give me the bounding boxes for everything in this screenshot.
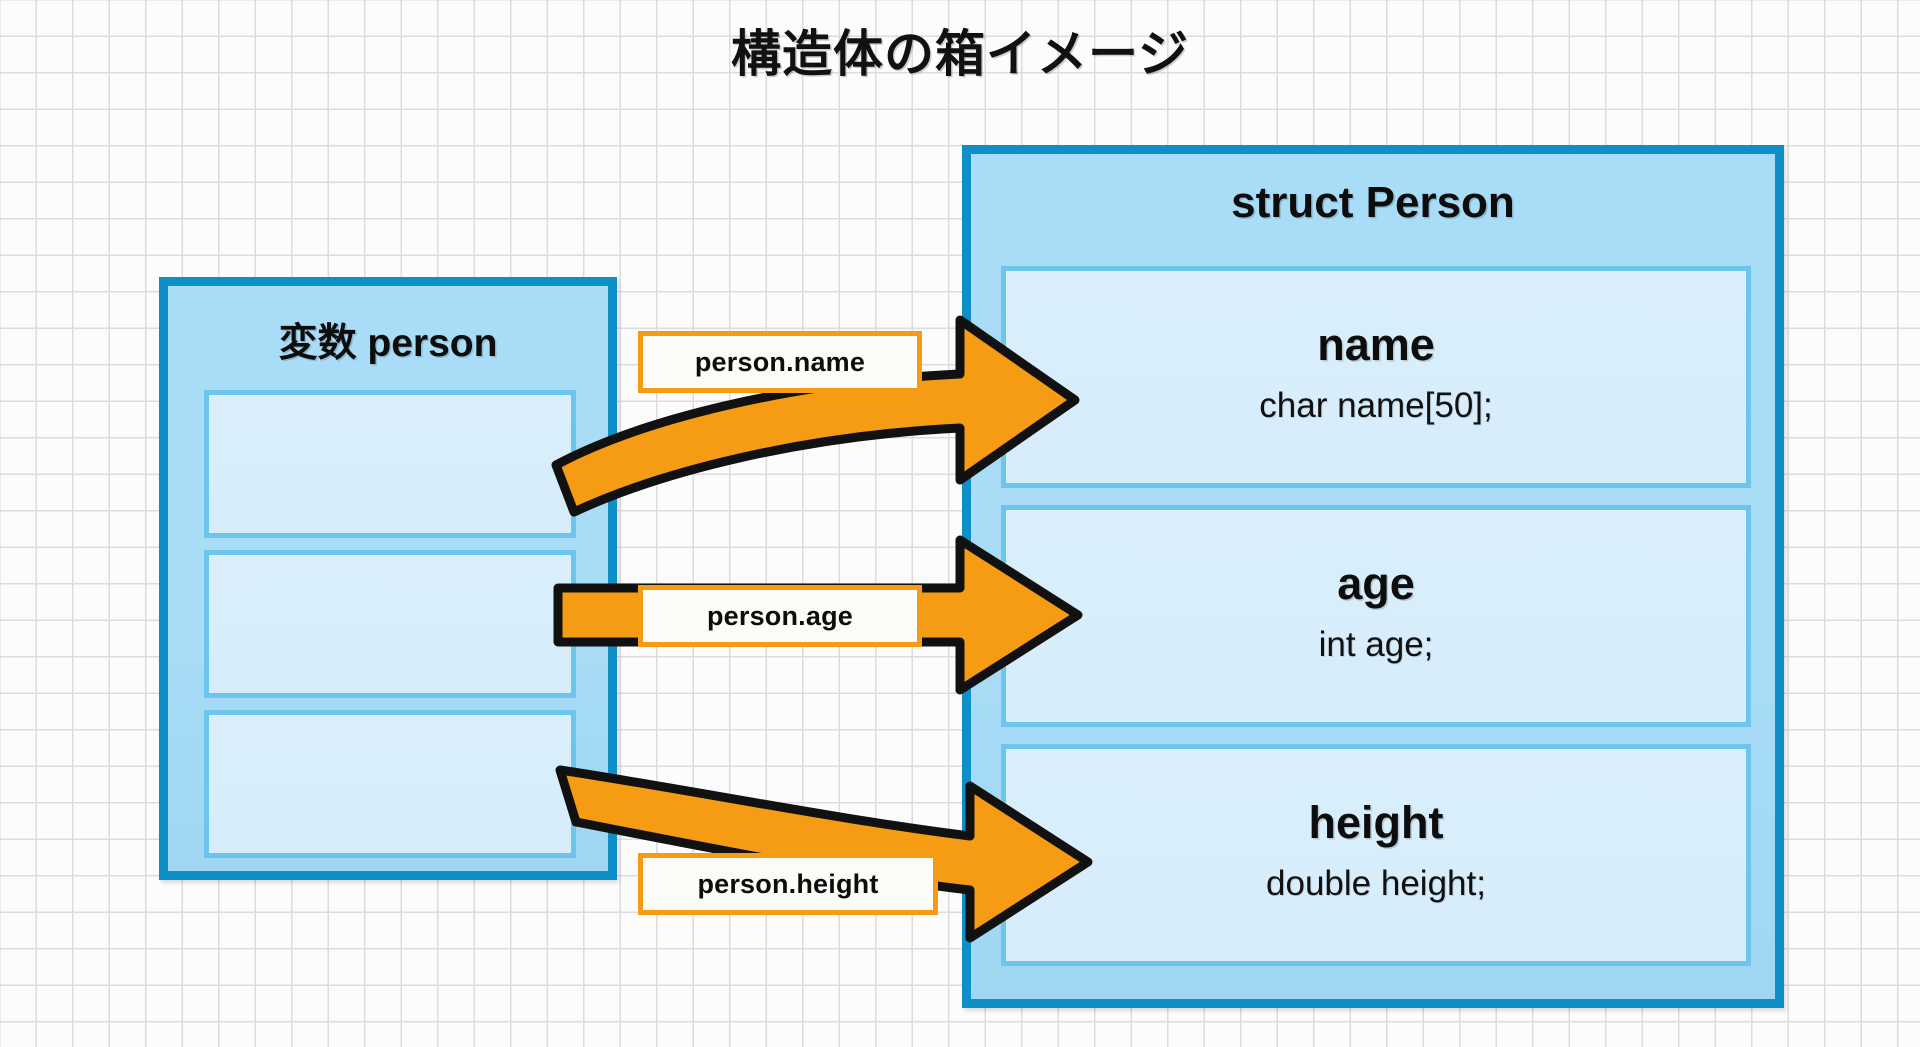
struct-field-age-title: age bbox=[1337, 558, 1415, 609]
struct-field-height-declaration: double height; bbox=[1266, 864, 1486, 903]
arrow-label-person-age: person.age bbox=[638, 585, 922, 647]
variable-person-box: 変数 person bbox=[159, 277, 617, 880]
struct-field-name-declaration: char name[50]; bbox=[1259, 386, 1493, 425]
arrow-label-person-name: person.name bbox=[638, 331, 922, 393]
variable-box-heading: 変数 person bbox=[278, 322, 498, 365]
struct-field-age-declaration: int age; bbox=[1318, 625, 1434, 664]
struct-field-name: name char name[50]; bbox=[1001, 266, 1751, 488]
variable-slot-height bbox=[204, 710, 576, 858]
struct-field-age: age int age; bbox=[1001, 505, 1751, 727]
struct-box-heading: struct Person bbox=[1231, 178, 1515, 227]
struct-person-box: struct Person name char name[50]; age in… bbox=[962, 145, 1784, 1008]
variable-slot-age bbox=[204, 550, 576, 698]
variable-slot-name bbox=[204, 390, 576, 538]
page-title: 構造体の箱イメージ bbox=[731, 26, 1189, 82]
struct-field-height-title: height bbox=[1308, 797, 1444, 848]
struct-field-name-title: name bbox=[1317, 319, 1435, 370]
struct-field-height: height double height; bbox=[1001, 744, 1751, 966]
arrow-label-person-height: person.height bbox=[638, 853, 938, 915]
